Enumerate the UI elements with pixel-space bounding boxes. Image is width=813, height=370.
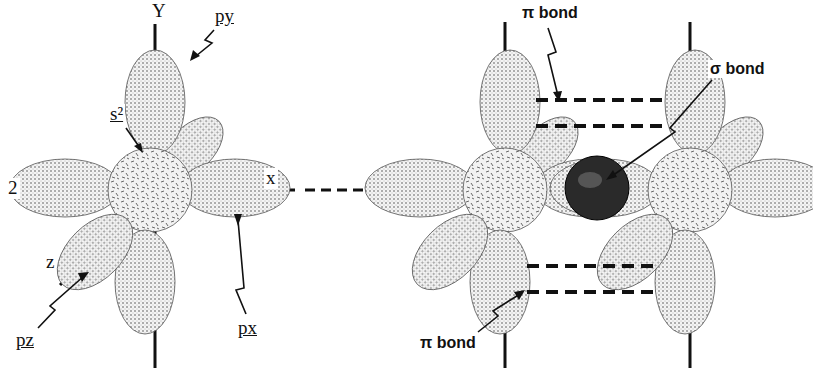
axis-label: z [44, 252, 56, 273]
bond-label: π bond [520, 4, 580, 22]
orbital-label: pz [14, 330, 36, 351]
axis-label: 2 [6, 178, 20, 199]
axis-label: Y [150, 1, 168, 22]
axis-label: x [264, 168, 278, 189]
orbital-label: py [213, 6, 236, 27]
bond-label: σ bond [708, 60, 766, 78]
orbital-label: s² [108, 104, 125, 125]
bond-label: π bond [418, 334, 478, 352]
orbital-label: px [236, 318, 259, 339]
